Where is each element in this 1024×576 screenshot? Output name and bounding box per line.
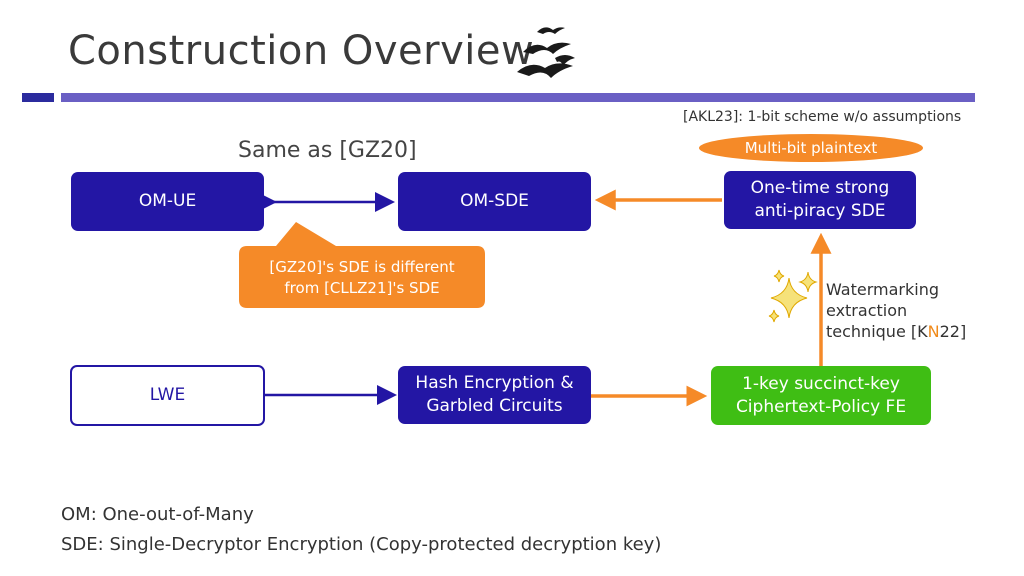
wm-n: N: [927, 322, 940, 341]
sparkle-icon: [768, 269, 818, 323]
one-time-sde-box: One-time strong anti-piracy SDE: [724, 171, 916, 229]
fe-box: 1-key succinct-key Ciphertext-Policy FE: [711, 366, 931, 425]
hash-line2: Garbled Circuits: [426, 396, 563, 416]
title-bar: [61, 93, 975, 102]
footnote-om: OM: One-out-of-Many: [61, 504, 254, 525]
same-as-label: Same as [GZ20]: [238, 138, 417, 163]
om-ue-box: OM-UE: [71, 172, 264, 231]
hash-line1: Hash Encryption &: [415, 373, 574, 393]
title-bar-accent: [22, 93, 54, 102]
om-sde-box: OM-SDE: [398, 172, 591, 231]
one-time-line1: One-time strong: [750, 178, 890, 198]
wm-prefix: technique [K: [826, 322, 928, 341]
callout-line2: from [CLLZ21]'s SDE: [284, 279, 440, 297]
watermarking-line2: technique [KN22]: [826, 321, 1024, 342]
footnote-sde: SDE: Single-Decryptor Encryption (Copy-p…: [61, 534, 662, 555]
lwe-label: LWE: [149, 385, 186, 405]
om-ue-label: OM-UE: [138, 191, 197, 211]
fe-line2: Ciphertext-Policy FE: [735, 396, 907, 417]
multi-bit-badge: Multi-bit plaintext: [699, 134, 923, 162]
hash-garbled-box: Hash Encryption & Garbled Circuits: [398, 366, 591, 424]
one-time-line2: anti-piracy SDE: [754, 201, 886, 221]
lwe-box: LWE: [70, 365, 265, 426]
om-sde-label: OM-SDE: [460, 191, 529, 211]
akl-note: [AKL23]: 1-bit scheme w/o assumptions: [683, 109, 962, 125]
slide-title: Construction Overview: [68, 28, 535, 74]
watermarking-label: Watermarking extraction technique [KN22]: [826, 279, 1024, 342]
fe-line1: 1-key succinct-key: [742, 373, 900, 394]
watermarking-line1: Watermarking extraction: [826, 280, 939, 320]
callout-line1: [GZ20]'s SDE is different: [269, 258, 455, 276]
wm-suffix: 22]: [939, 322, 967, 341]
callout-bubble: [239, 222, 485, 308]
callout-text: [GZ20]'s SDE is different from [CLLZ21]'…: [239, 248, 485, 308]
birds-icon: [517, 27, 575, 78]
